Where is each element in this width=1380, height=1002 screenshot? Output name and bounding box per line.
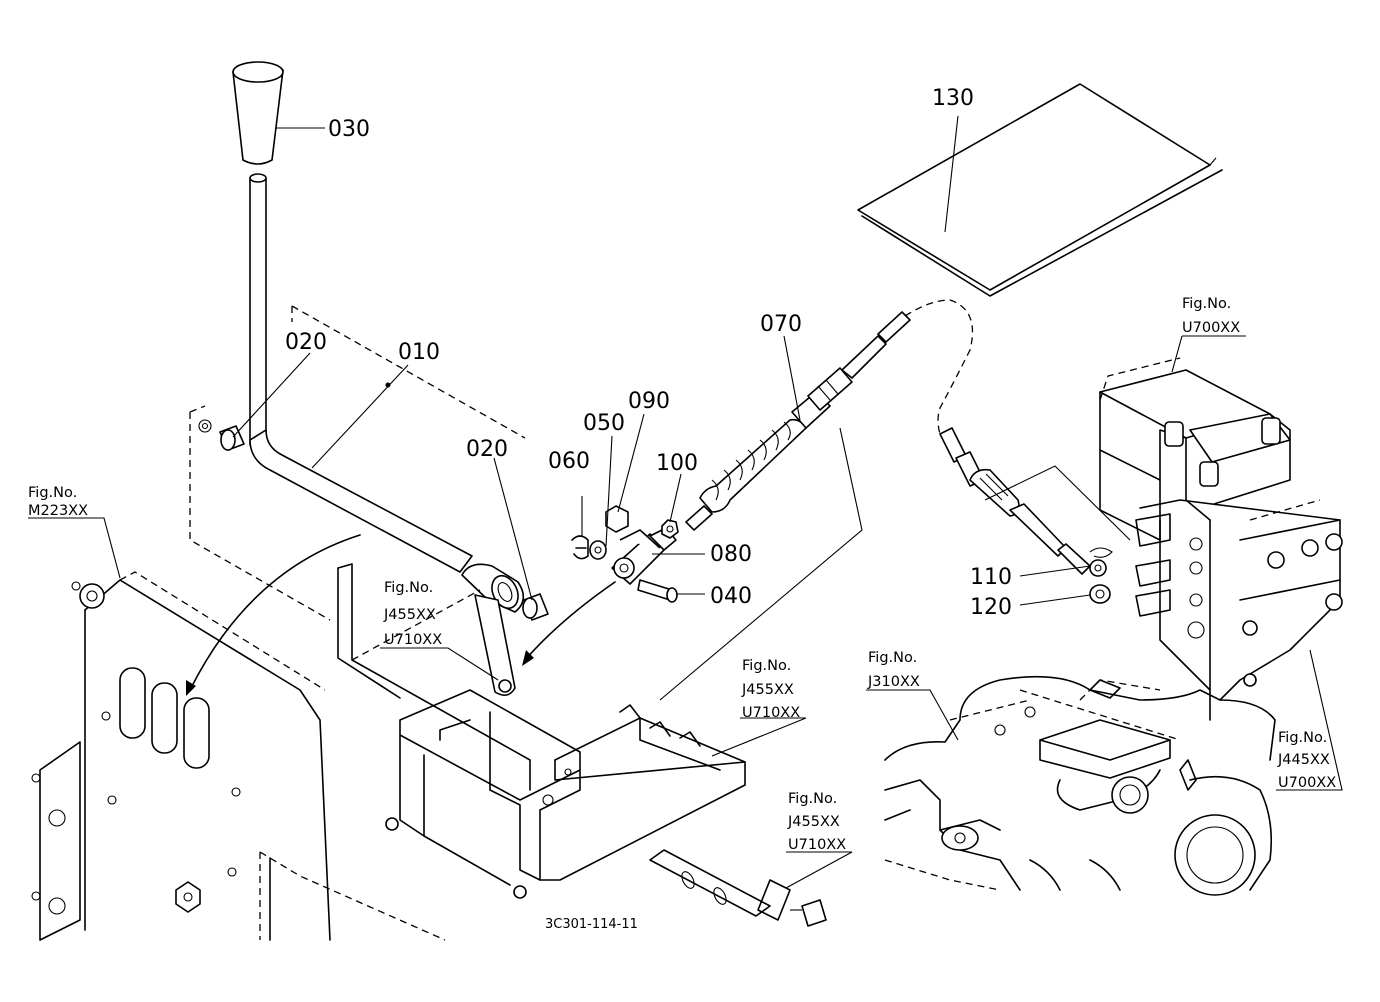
washer-110: [1089, 559, 1107, 577]
svg-text:J310XX: J310XX: [867, 674, 920, 690]
operator-manual-130: [857, 83, 1223, 297]
nut-100: [661, 519, 679, 539]
svg-text:M223XX: M223XX: [28, 503, 88, 519]
callout-100: 100: [656, 451, 698, 476]
assembly-arrow-left: [189, 534, 361, 691]
base-bracket: [337, 563, 827, 927]
lock-nut-090: [605, 505, 629, 533]
callout-070: 070: [760, 312, 802, 337]
callout-090: 090: [628, 389, 670, 414]
callout-040: 040: [710, 584, 752, 609]
callout-020-left: 020: [285, 330, 327, 355]
svg-text:U710XX: U710XX: [384, 632, 442, 648]
svg-text:Fig.No.: Fig.No.: [742, 658, 791, 674]
assembly-outline-010: [189, 305, 526, 621]
shift-lever-assembly: [232, 61, 525, 696]
snap-pin-060: [571, 535, 589, 560]
callout-050: 050: [583, 411, 625, 436]
svg-text:U700XX: U700XX: [1182, 320, 1240, 336]
svg-text:J455XX: J455XX: [787, 814, 840, 830]
transmission-housing: [884, 675, 1276, 896]
callout-060: 060: [548, 449, 590, 474]
callout-120: 120: [970, 595, 1012, 620]
fig-ref-j455-bolt: Fig.No. J455XX U710XX: [787, 791, 846, 853]
svg-text:Fig.No.: Fig.No.: [384, 580, 433, 596]
svg-text:Fig.No.: Fig.No.: [28, 485, 77, 501]
callout-130: 130: [932, 86, 974, 111]
drawing-code: 3C301-114-11: [545, 917, 638, 932]
svg-text:J445XX: J445XX: [1277, 752, 1330, 768]
svg-text:Fig.No.: Fig.No.: [868, 650, 917, 666]
fig-ref-m223: Fig.No. M223XX: [28, 485, 88, 519]
shift-cable-070: [685, 299, 1091, 575]
nut-120: [1089, 584, 1111, 604]
svg-text:Fig.No.: Fig.No.: [1278, 730, 1327, 746]
callout-020-right: 020: [466, 437, 508, 462]
fig-ref-j455-mid: Fig.No. J455XX U710XX: [383, 580, 442, 648]
bushing-020-right: [522, 593, 549, 621]
callout-080: 080: [710, 542, 752, 567]
pin-040: [637, 579, 678, 603]
hydraulic-valve-block: [1099, 357, 1343, 721]
washer-050: [589, 540, 607, 560]
svg-text:J455XX: J455XX: [383, 607, 436, 623]
mounting-panel: [31, 571, 446, 941]
fig-ref-j455-base: Fig.No. J455XX U710XX: [741, 658, 800, 721]
svg-text:Fig.No.: Fig.No.: [788, 791, 837, 807]
callout-110: 110: [970, 565, 1012, 590]
svg-text:U700XX: U700XX: [1278, 775, 1336, 791]
cotter-pin: [1089, 547, 1113, 558]
svg-text:U710XX: U710XX: [742, 705, 800, 721]
callout-030: 030: [328, 117, 370, 142]
callout-010: 010: [398, 340, 440, 365]
fig-ref-j445: Fig.No. J445XX U700XX: [1277, 730, 1336, 791]
svg-text:Fig.No.: Fig.No.: [1182, 296, 1231, 312]
assembly-arrow-right: [524, 581, 616, 661]
svg-text:J455XX: J455XX: [741, 682, 794, 698]
callout-labels: 030 020 010 020 060 050 090 100 080 040 …: [285, 86, 1012, 620]
leader-lines: [28, 115, 1343, 889]
fig-ref-j310: Fig.No. J310XX: [867, 650, 920, 690]
fig-ref-u700: Fig.No. U700XX: [1182, 296, 1240, 336]
svg-text:U710XX: U710XX: [788, 837, 846, 853]
